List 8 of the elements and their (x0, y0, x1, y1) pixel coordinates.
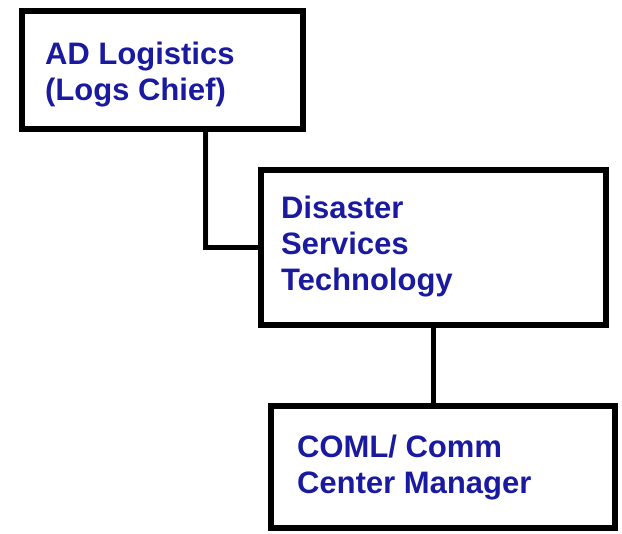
connector-line (431, 328, 436, 403)
org-box (268, 403, 618, 531)
connector-line (203, 132, 258, 250)
org-box (258, 167, 609, 328)
box-label: Disaster Services Technology (281, 190, 453, 298)
box-label: AD Logistics (Logs Chief) (45, 36, 236, 108)
box-label: COML/ Comm Center Manager (297, 429, 532, 501)
org-box (19, 8, 306, 132)
